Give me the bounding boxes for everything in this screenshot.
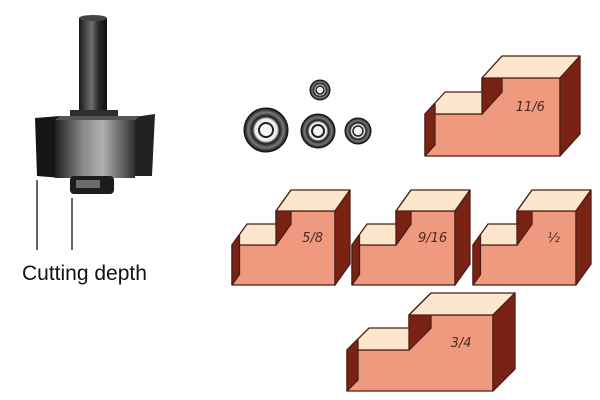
rebate-depth-blocks: 11/6 5/8 9/16 ½ 3/4 [231, 55, 592, 392]
bit-shank [79, 18, 107, 120]
rebate-depth-label: ½ [547, 231, 560, 246]
rebate-block: ½ [472, 189, 592, 286]
large-bearing-icon [243, 107, 289, 153]
cutting-depth-label: Cutting depth [22, 262, 147, 285]
rebate-block: 11/6 [424, 55, 581, 157]
router-bit [35, 15, 155, 250]
rebate-block: 5/8 [231, 189, 351, 286]
rebate-depth-label: 5/8 [302, 231, 323, 246]
rebate-depth-label: 3/4 [451, 336, 472, 351]
medium-bearing-icon [300, 113, 336, 149]
bit-body [55, 120, 135, 178]
rebate-block: 9/16 [351, 189, 471, 286]
bearing-set [243, 79, 372, 153]
small-bearing-right-icon [344, 117, 372, 145]
rebate-depth-label: 9/16 [418, 231, 447, 246]
rebate-depth-label: 11/6 [516, 100, 545, 115]
small-bearing-top-icon [309, 79, 331, 101]
rebate-block: 3/4 [346, 292, 516, 392]
